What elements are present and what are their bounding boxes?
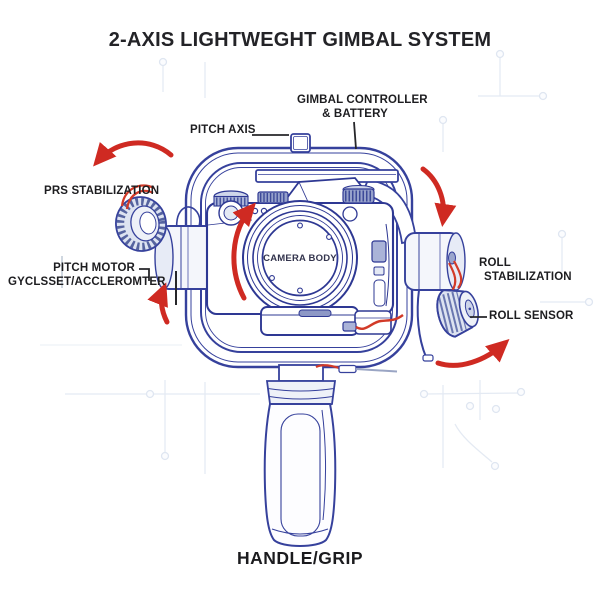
label-roll-sensor: ROLL SENSOR	[489, 310, 574, 322]
label-roll-stabilization-line1: ROLL	[479, 257, 511, 269]
label-gimbal-controller-line1: GIMBAL CONTROLLER	[297, 94, 428, 106]
plate-cable-red	[355, 314, 404, 330]
pitch-knob	[115, 196, 167, 252]
label-gimbal-controller: GIMBAL CONTROLLER & BATTERY	[297, 93, 428, 121]
label-handle-grip: HANDLE/GRIP	[236, 548, 364, 568]
pitch-axis-mount-block	[290, 133, 311, 153]
camera-body-label: CAMERA BODY	[263, 253, 337, 264]
label-roll-stabilization-line2: STABILIZATION	[484, 271, 572, 283]
handle-cable	[315, 364, 398, 374]
roll-motor-cable	[416, 289, 434, 362]
pitch-motor-drawing	[115, 196, 219, 290]
rotation-arrow-bottom-right	[435, 338, 510, 368]
leader-lines	[139, 121, 487, 318]
roll-cable-red	[448, 260, 463, 292]
background-circuit-pattern	[40, 49, 594, 474]
label-pitch-motor-line2: GYCLSSET/ACCLEROMTER	[8, 276, 166, 288]
label-pitch-axis: PITCH AXIS	[190, 124, 256, 136]
label-prs-stabilization: PRS STABILIZATION	[44, 185, 160, 197]
rotation-arrow-top-left	[93, 140, 174, 167]
rotation-arrow-top-right	[420, 166, 457, 227]
handle-drawing	[263, 364, 337, 547]
label-gimbal-controller-line2: & BATTERY	[322, 108, 388, 120]
roll-sensor-drawing	[436, 289, 479, 338]
label-pitch-motor-line1: PITCH MOTOR	[53, 262, 135, 274]
camera-cradle	[255, 169, 417, 245]
rotation-arrow-center	[231, 202, 256, 301]
rotation-arrow-left-up	[147, 282, 170, 325]
page-title: 2-AXIS LIGHTWEGHT GIMBAL SYSTEM	[108, 29, 492, 51]
mount-plate-drawing	[260, 306, 392, 336]
camera-lens: CAMERA BODY	[242, 200, 358, 316]
label-pitch-motor: PITCH MOTOR GYCLSSET/ACCLEROMTER	[8, 261, 166, 289]
pitch-cable-red	[120, 184, 155, 210]
